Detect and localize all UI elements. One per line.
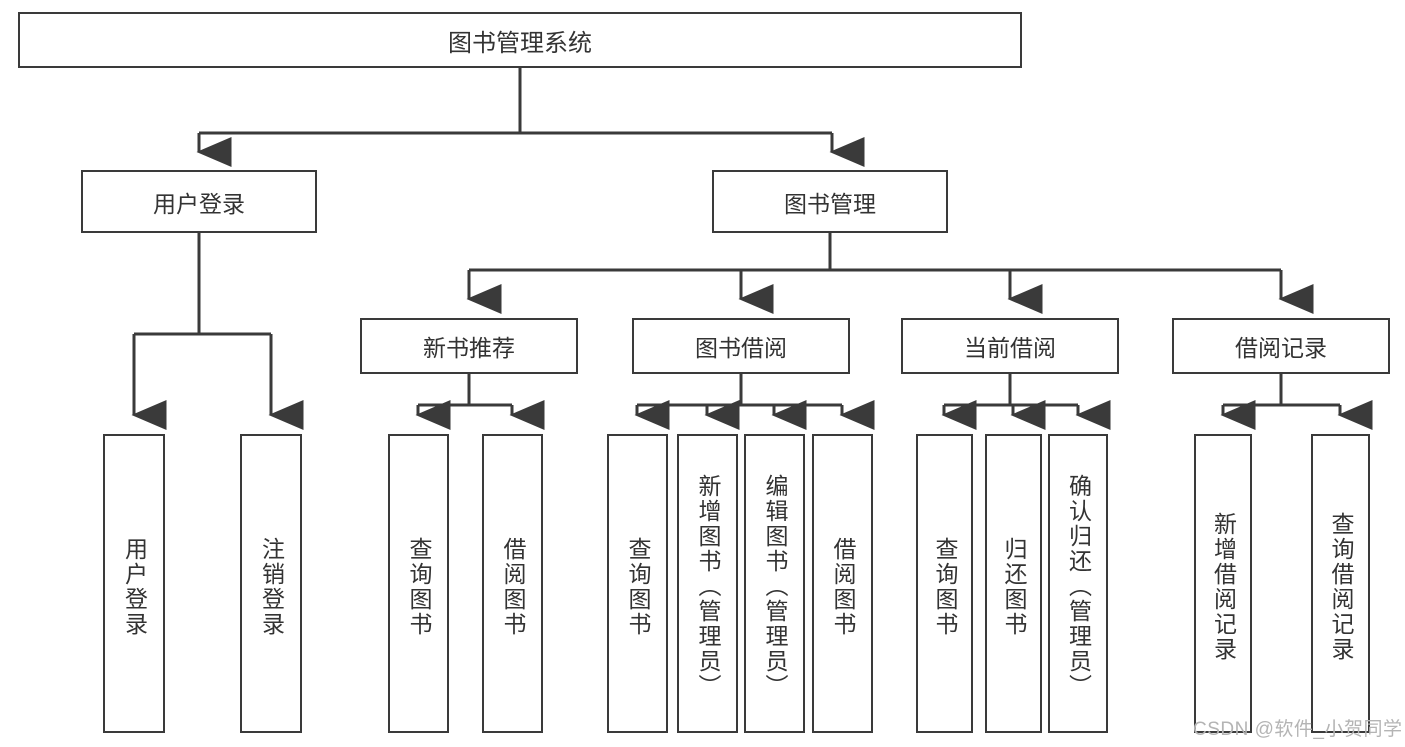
node-current-borrow[interactable]: 当前借阅 (901, 318, 1119, 374)
borrowbook-to-leaves-connectors (634, 374, 875, 430)
leaf-user-login[interactable]: 用户登录 (103, 434, 165, 733)
node-root-system[interactable]: 图书管理系统 (18, 12, 1022, 68)
node-book-borrow[interactable]: 图书借阅 (632, 318, 850, 374)
leaf-confirm-return-admin[interactable]: 确认归还（管理员） (1048, 434, 1108, 733)
leaf-edit-book-admin[interactable]: 编辑图书（管理员） (744, 434, 805, 733)
node-borrow-record[interactable]: 借阅记录 (1172, 318, 1390, 374)
userlogin-to-leaves-connectors (131, 233, 304, 430)
node-new-book-recommend[interactable]: 新书推荐 (360, 318, 578, 374)
bookmgmt-to-level3-connectors (466, 233, 1314, 314)
csdn-watermark: CSDN @软件_小贺同学 (1193, 719, 1403, 740)
leaf-logout-login[interactable]: 注销登录 (240, 434, 302, 733)
leaf-query-book-current[interactable]: 查询图书 (916, 434, 973, 733)
borrowrecord-to-leaves-connectors (1220, 374, 1373, 430)
leaf-add-book-admin[interactable]: 新增图书（管理员） (677, 434, 738, 733)
leaf-borrow-book-recommend[interactable]: 借阅图书 (482, 434, 543, 733)
leaf-query-book-recommend[interactable]: 查询图书 (388, 434, 449, 733)
leaf-query-borrow-record[interactable]: 查询借阅记录 (1311, 434, 1370, 733)
leaf-borrow-book[interactable]: 借阅图书 (812, 434, 873, 733)
node-book-management[interactable]: 图书管理 (712, 170, 948, 233)
leaf-query-book-borrow[interactable]: 查询图书 (607, 434, 668, 733)
root-to-level2-connectors (196, 68, 865, 167)
currentborrow-to-leaves-connectors (941, 374, 1111, 430)
leaf-add-borrow-record[interactable]: 新增借阅记录 (1194, 434, 1252, 733)
leaf-return-book[interactable]: 归还图书 (985, 434, 1042, 733)
node-user-login[interactable]: 用户登录 (81, 170, 317, 233)
newbook-to-leaves-connectors (415, 374, 545, 430)
